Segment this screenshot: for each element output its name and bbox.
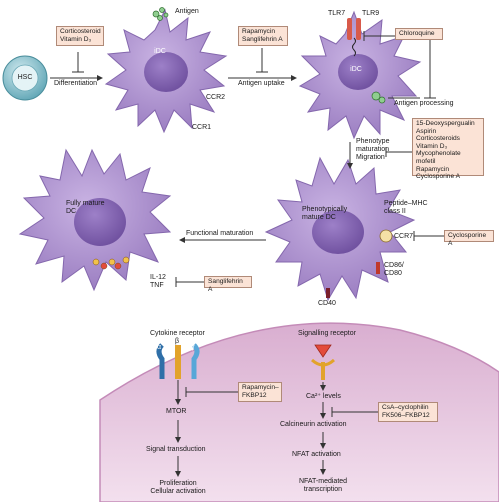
idc-label-2: iDC [350, 66, 362, 73]
antigen-cluster-2 [371, 91, 386, 104]
drug-line: FKBP12 [242, 391, 267, 399]
ccr2-label: CCR2 [206, 94, 226, 101]
drug-line: Cyclosporine A [416, 173, 460, 181]
cd80-label: CD80 [384, 270, 402, 277]
hsc-label: HSC [17, 74, 33, 81]
drug-line: 15-Deoxyspergualin [416, 120, 475, 127]
antigen-uptake-label: Antigen uptake [238, 80, 285, 87]
idc-nucleus-2 [338, 54, 378, 90]
drug-line: Sanglifehrin A [242, 35, 283, 43]
fully-mature-nucleus [74, 198, 126, 246]
drug-box-csa-cyclophilin: CsA–cyclophilin FK506–FKBP12 [378, 402, 438, 422]
ccr7-label: CCR7 [394, 233, 414, 240]
antigen-cluster-1 [152, 7, 169, 21]
cd40-label: CD40 [318, 300, 336, 307]
antigen-processing-label: Antigen processing [394, 100, 454, 107]
signalling-receptor-shape [310, 344, 336, 380]
antigen-label: Antigen [175, 8, 199, 15]
ccr7-receptor-shape [379, 229, 393, 243]
cytokine-granules [92, 256, 130, 270]
cytokine-receptor-shape [156, 343, 200, 379]
cell-membrane-region [99, 322, 499, 502]
ca-levels-label: Ca²⁺ levels [306, 393, 341, 400]
gamma-label: γ [191, 344, 195, 351]
cytokine-receptor-label: Cytokine receptor [150, 330, 205, 337]
drug-box-rapamycin-fkbp12: Rapamycin– FKBP12 [238, 382, 282, 402]
drug-box-maturation-drugs: 15-Deoxyspergualin Aspirin Corticosteroi… [412, 118, 484, 180]
fully-mature-dc-label-1: Fully mature [66, 200, 105, 207]
functional-maturation-label: Functional maturation [186, 230, 254, 237]
drug-box-corticosteroid: Corticosteroid Vitamin D₃ [56, 26, 104, 46]
tlr7-receptor [347, 18, 352, 40]
maturation-label: maturation [356, 146, 390, 153]
idc-nucleus-1 [144, 52, 188, 92]
il12-label: IL-12 [150, 274, 166, 281]
drug-line: Rapamycin [416, 165, 449, 173]
drug-line: Sanglifehrin A [208, 278, 243, 293]
drug-box-cyclosporine: Cyclosporine A [444, 230, 494, 247]
peptide-mhc-label-2: class II [384, 208, 406, 215]
cellular-activation-label: Cellular activation [150, 488, 206, 495]
drug-line: FK506–FKBP12 [382, 411, 430, 419]
peptide-mhc-label-1: Peptide–MHC [384, 200, 428, 207]
drug-box-chloroquine: Chloroquine [395, 28, 443, 40]
cd86-label: CD86/ [384, 262, 404, 269]
calcineurin-label: Calcineurin activation [280, 421, 347, 428]
cd40-receptor [326, 288, 330, 298]
phenotypically-mature-nucleus [312, 210, 364, 254]
proliferation-label: Proliferation [159, 480, 197, 487]
migration-label: Migration [356, 154, 385, 161]
nfat-mediated-label: NFAT-mediated [298, 478, 348, 485]
drug-line: Aspirin [416, 127, 437, 135]
tlr9-receptor [356, 18, 361, 40]
drug-line: Rapamycin– [242, 384, 279, 391]
idc-label-1: iDC [154, 48, 166, 55]
tlr9-label: TLR9 [362, 10, 380, 17]
drug-line: Corticosteroid [60, 28, 101, 35]
drug-box-rapamycin-sanglifehrin: Rapamycin Sanglifehrin A [238, 26, 288, 46]
drug-line: Cyclosporine A [448, 232, 487, 247]
ccr1-label: CCR1 [192, 124, 212, 131]
phenotypically-mature-label-2: mature DC [302, 214, 336, 221]
signal-transduction-label: Signal transduction [146, 446, 206, 453]
drug-line: Chloroquine [399, 30, 435, 37]
hsc-nucleus [11, 64, 39, 92]
beta-label: β [175, 338, 180, 345]
mtor-label: MTOR [166, 408, 187, 415]
drug-line: Vitamin D₃ [60, 35, 92, 43]
phenotype-label: Phenotype [356, 138, 390, 145]
differentiation-label: Differentiation [54, 80, 98, 87]
tnf-label: TNF [150, 282, 164, 289]
drug-line: Rapamycin [242, 28, 275, 35]
fully-mature-dc-label-2: DC [66, 208, 77, 215]
dna-squiggle [352, 37, 356, 57]
drug-line: Mycophenolate mofetil [416, 150, 461, 165]
phenotypically-mature-label-1: Phenotypically [302, 206, 348, 213]
nfat-activation-label: NFAT activation [292, 451, 341, 458]
transcription-label: transcription [303, 486, 343, 493]
drug-line: Corticosteroids [416, 135, 460, 143]
alpha-label: α [157, 344, 162, 351]
signalling-receptor-label: Signalling receptor [298, 330, 356, 337]
cd86-cd80-receptor [376, 262, 380, 274]
tlr7-label: TLR7 [328, 10, 346, 17]
drug-line: CsA–cyclophilin [382, 404, 429, 411]
drug-box-sanglifehrin: Sanglifehrin A [204, 276, 252, 293]
drug-line: Vitamin D₃ [416, 142, 448, 150]
